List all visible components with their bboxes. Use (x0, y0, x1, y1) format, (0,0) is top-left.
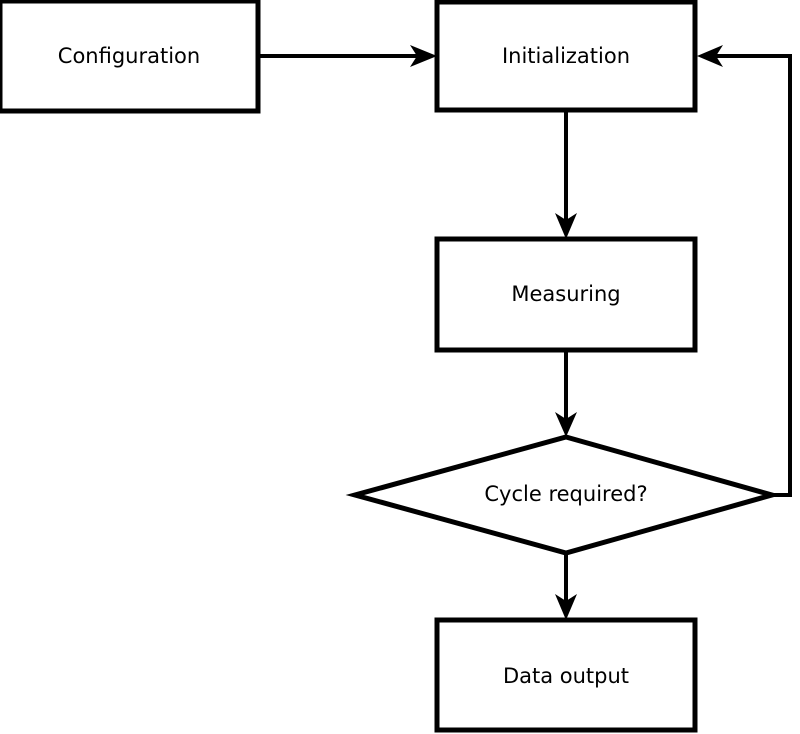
node-measuring[interactable]: Measuring (434, 236, 698, 353)
node-shape-data-output[interactable] (434, 617, 698, 733)
edge-cycle-required-to-initialization-loop (697, 45, 792, 497)
node-label-configuration: Configuration (58, 44, 200, 68)
node-data-output[interactable]: Data output (434, 617, 698, 733)
node-shape-measuring[interactable] (434, 236, 698, 353)
edge-initialization-to-measuring (555, 110, 577, 239)
node-configuration[interactable]: Configuration (0, 0, 261, 114)
edge-measuring-to-cycle-required (555, 350, 577, 437)
node-shape-cycle-required[interactable] (345, 434, 782, 556)
arrowhead-icon-to-data-output (555, 594, 577, 620)
arrowhead-icon-to-measuring (555, 213, 577, 239)
arrowhead-icon-to-initialization-right (697, 45, 723, 67)
node-label-measuring: Measuring (511, 282, 620, 306)
node-shape-configuration[interactable] (0, 0, 261, 114)
node-label-initialization: Initialization (502, 44, 630, 68)
node-label-cycle-required: Cycle required? (484, 482, 647, 506)
arrowhead-icon-to-cycle-required (555, 412, 577, 437)
node-label-data-output: Data output (503, 664, 629, 688)
edge-line-cycle-initialization-loop (716, 54, 792, 497)
node-shape-initialization[interactable] (434, 0, 698, 113)
edge-configuration-to-initialization (258, 45, 437, 67)
node-cycle-required[interactable]: Cycle required? (345, 434, 782, 556)
edge-cycle-required-to-data-output (555, 553, 577, 620)
node-initialization[interactable]: Initialization (434, 0, 698, 113)
arrowhead-icon-to-initialization-left (410, 45, 437, 67)
